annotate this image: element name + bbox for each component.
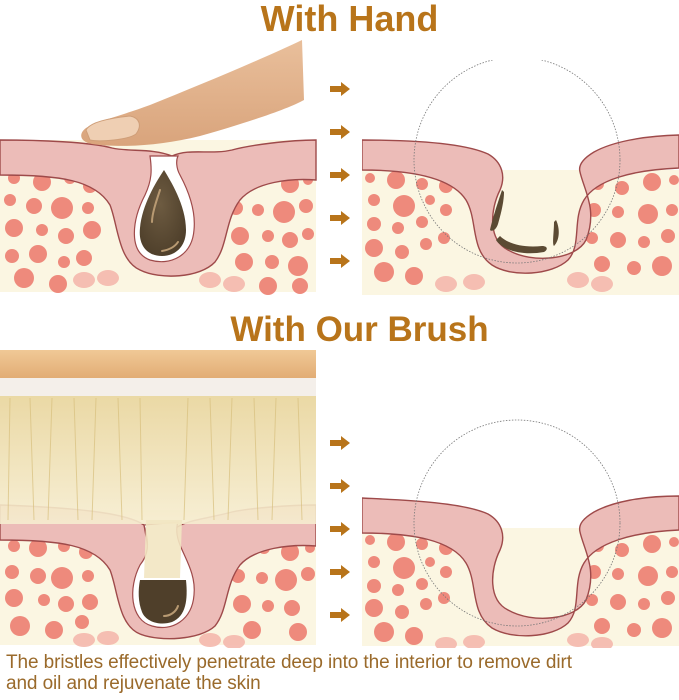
brush-wooden-handle [0, 350, 316, 378]
right-arrow-icon [330, 608, 350, 622]
right-arrow-icon [330, 479, 350, 493]
panel-brush-after [362, 408, 679, 648]
right-arrow-icon [330, 125, 350, 139]
brush-bristles [0, 394, 316, 524]
magnifier-circle [413, 419, 621, 627]
arrow-column-top [330, 82, 352, 272]
dirt-residue [490, 190, 559, 254]
section-title-with-our-brush: With Our Brush [230, 310, 489, 349]
right-arrow-icon [330, 522, 350, 536]
section-title-with-hand: With Hand [260, 0, 439, 39]
magnifier-circle [413, 60, 621, 264]
right-arrow-icon [330, 254, 350, 268]
bristles-in-pore [144, 520, 182, 578]
description-caption: The bristles effectively penetrate deep … [6, 652, 678, 694]
panel-hand-before [0, 30, 320, 300]
fat-cells [365, 533, 679, 645]
right-arrow-icon [330, 211, 350, 225]
panel-brush-before [0, 350, 316, 648]
right-arrow-icon [330, 168, 350, 182]
arrow-column-bottom [330, 436, 352, 626]
panel-hand-after [362, 60, 679, 300]
caption-line-2: and oil and rejuvenate the skin [6, 673, 261, 694]
right-arrow-icon [330, 436, 350, 450]
right-arrow-icon [330, 82, 350, 96]
caption-line-1: The bristles effectively penetrate deep … [6, 652, 572, 673]
right-arrow-icon [330, 565, 350, 579]
fat-cells [5, 539, 315, 641]
dirt-plug [139, 170, 186, 256]
